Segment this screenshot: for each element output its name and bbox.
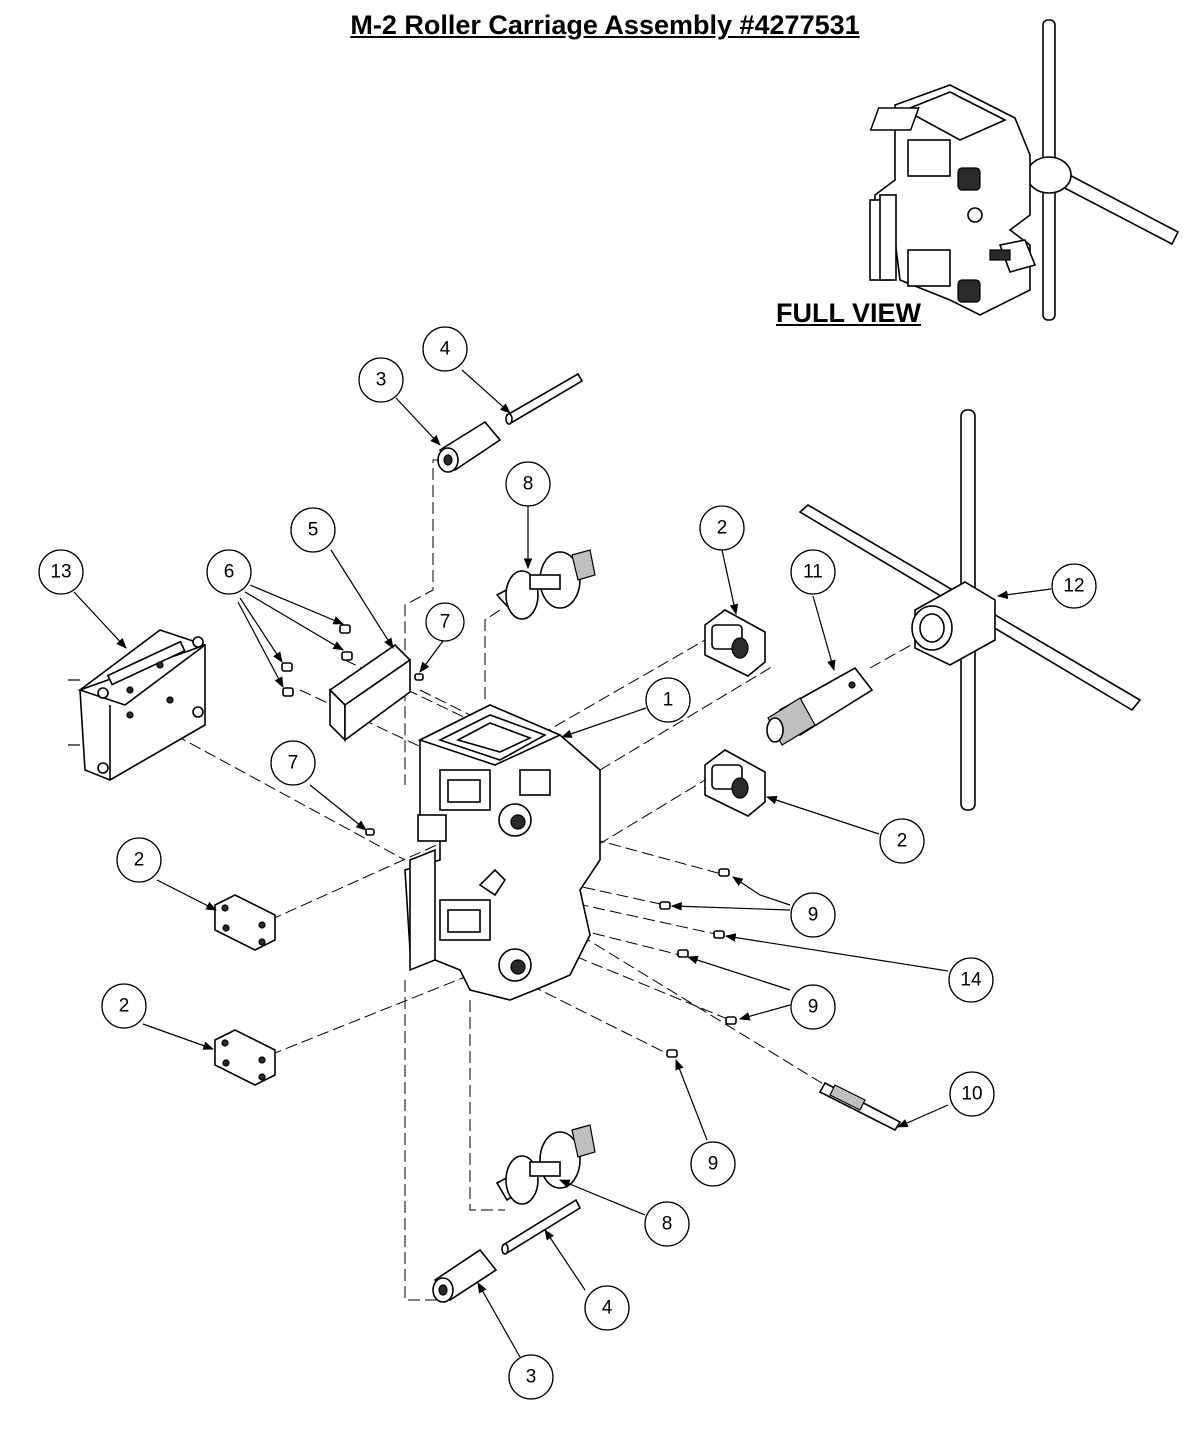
t-handle: [798, 409, 1142, 811]
pin-left: [365, 828, 375, 836]
callout-2: 2: [101, 983, 147, 1029]
callout-2-label: 2: [134, 850, 145, 871]
callout-2: 2: [116, 837, 162, 883]
roller-sleeve-top: [437, 420, 502, 473]
bearing-block-mid-right: [704, 749, 766, 817]
callout-leaders: [73, 369, 1052, 1358]
callout-10-label: 10: [961, 1084, 982, 1105]
callout-7: 7: [270, 740, 316, 786]
callout-7-label: 7: [288, 753, 299, 774]
callout-13-label: 13: [50, 562, 71, 583]
set-screw-2: [659, 901, 671, 910]
callout-4: 4: [584, 1285, 630, 1331]
callout-12: 12: [1051, 563, 1097, 609]
side-plate: [68, 629, 206, 781]
callout-9-label: 9: [708, 1154, 719, 1175]
callout-9: 9: [790, 892, 836, 938]
callout-8-label: 8: [662, 1214, 673, 1235]
screws: [281, 624, 353, 697]
set-screw-5: [666, 1049, 678, 1058]
callout-2-label: 2: [717, 518, 728, 539]
gear-shaft: [766, 666, 874, 746]
callout-7-label: 7: [440, 612, 451, 633]
callout-3-label: 3: [526, 1367, 537, 1388]
callout-8: 8: [644, 1201, 690, 1247]
callout-10: 10: [949, 1071, 995, 1117]
set-screw-3: [677, 949, 689, 958]
roller-sleeve-bottom: [432, 1248, 498, 1303]
rod-pin-bottom: [501, 1198, 582, 1255]
pin-top: [414, 673, 424, 681]
set-screw-14: [713, 930, 725, 939]
callout-3: 3: [508, 1354, 554, 1400]
callout-9-label: 9: [808, 905, 819, 926]
set-screw-4: [725, 1016, 737, 1025]
callout-12-label: 12: [1063, 576, 1084, 597]
callout-5: 5: [290, 507, 336, 553]
callout-1-label: 1: [663, 690, 674, 711]
callout-11: 11: [790, 549, 836, 595]
callout-6: 6: [206, 549, 252, 595]
set-screw-1: [718, 868, 730, 877]
callout-3: 3: [358, 357, 404, 403]
callout-13: 13: [38, 549, 84, 595]
callout-8: 8: [505, 461, 551, 507]
callout-6-label: 6: [224, 562, 235, 583]
callout-2-label: 2: [119, 996, 130, 1017]
callout-9: 9: [690, 1141, 736, 1187]
callout-14-label: 14: [960, 970, 982, 991]
full-view-drawing: [869, 19, 1180, 321]
callout-5-label: 5: [308, 520, 319, 541]
callout-14: 14: [948, 957, 994, 1003]
main-block: [404, 704, 601, 1001]
wheel-bolt-top: [495, 549, 596, 620]
bearing-block-left-upper: [214, 894, 276, 951]
wheel-bolt-bottom: [495, 1124, 596, 1205]
threaded-rod: [818, 1081, 902, 1132]
plate: [328, 643, 412, 742]
callout-2: 2: [699, 505, 745, 551]
callout-2-label: 2: [897, 831, 908, 852]
diagram-title: M-2 Roller Carriage Assembly #4277531: [350, 10, 860, 40]
callout-9-label: 9: [808, 997, 819, 1018]
bearing-block-left-lower: [214, 1029, 276, 1086]
full-view-label: FULL VIEW: [776, 298, 921, 328]
callout-2: 2: [879, 818, 925, 864]
callout-9: 9: [790, 984, 836, 1030]
callout-4: 4: [422, 326, 468, 372]
callout-3-label: 3: [376, 370, 387, 391]
callout-7: 7: [425, 602, 465, 642]
callout-4-label: 4: [440, 339, 451, 360]
callout-8-label: 8: [523, 474, 534, 495]
callout-4-label: 4: [602, 1298, 613, 1319]
callout-1: 1: [645, 677, 691, 723]
callout-11-label: 11: [803, 562, 823, 583]
bearing-block-upper-right: [704, 609, 766, 677]
rod-pin-top: [505, 372, 584, 425]
